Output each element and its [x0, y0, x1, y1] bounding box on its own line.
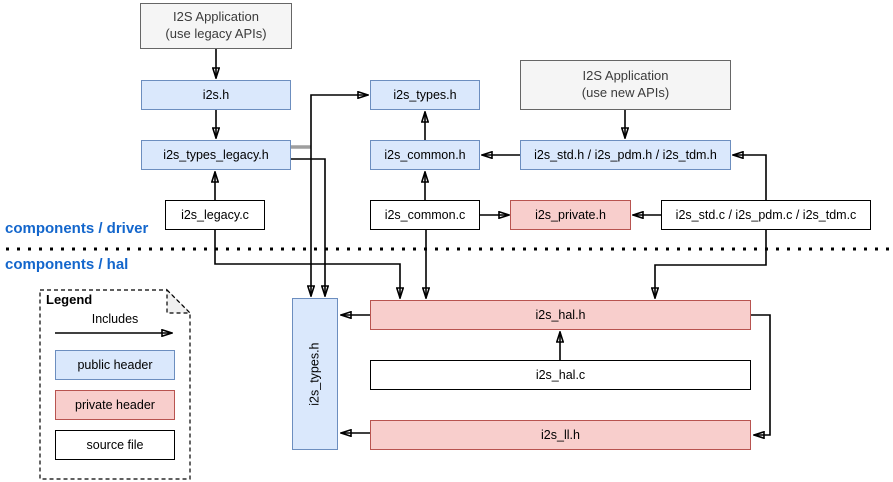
- node-i2s-private-h: i2s_private.h: [510, 200, 631, 230]
- legend-item-source-file: source file: [55, 430, 175, 460]
- edge-i2s-hal-h-to-i2s-ll-h: [751, 314, 771, 435]
- node-app-legacy-line2: (use legacy APIs): [165, 26, 267, 41]
- node-i2s-hal-c: i2s_hal.c: [370, 360, 751, 390]
- node-i2s-types-h-driver: i2s_types.h: [370, 80, 480, 110]
- section-label-driver: components / driver: [5, 220, 149, 237]
- legend-item-public-header: public header: [55, 350, 175, 380]
- edge-i2s-std-c-to-i2s-std-h: [733, 155, 767, 200]
- section-label-hal: components / hal: [5, 256, 129, 273]
- edge-i2s-std-c-to-i2s-hal-h: [655, 230, 767, 298]
- node-i2s-types-h-hal: i2s_types.h: [292, 298, 338, 450]
- legend-note-fold: [166, 288, 192, 314]
- node-i2s-std-h: i2s_std.h / i2s_pdm.h / i2s_tdm.h: [520, 140, 731, 170]
- node-i2s-std-c: i2s_std.c / i2s_pdm.c / i2s_tdm.c: [661, 200, 871, 230]
- edge-i2s-types-legacy-h-to-i2s-types-h-driver: [310, 95, 368, 147]
- node-i2s-types-h-hal-label: i2s_types.h: [307, 342, 322, 406]
- node-i2s-legacy-c: i2s_legacy.c: [165, 200, 265, 230]
- edge-i2s-legacy-c-to-i2s-hal-h: [214, 230, 400, 298]
- legend-includes-label: Includes: [91, 312, 139, 326]
- node-app-new: I2S Application (use new APIs): [520, 60, 731, 110]
- node-i2s-hal-h: i2s_hal.h: [370, 300, 751, 330]
- legend-item-private-header: private header: [55, 390, 175, 420]
- legend-title: Legend: [46, 292, 93, 307]
- node-i2s-common-c: i2s_common.c: [370, 200, 480, 230]
- node-app-legacy-line1: I2S Application: [172, 9, 259, 25]
- node-app-legacy: I2S Application (use legacy APIs): [140, 3, 292, 49]
- node-i2s-h: i2s.h: [141, 80, 291, 110]
- node-i2s-common-h: i2s_common.h: [370, 140, 480, 170]
- edge-i2s-types-legacy-h-to-i2s-types-h-hal-2: [291, 158, 325, 296]
- node-i2s-ll-h: i2s_ll.h: [370, 420, 751, 450]
- node-app-new-line2: (use new APIs): [581, 85, 670, 100]
- node-app-new-line1: I2S Application: [582, 68, 669, 84]
- node-i2s-types-legacy-h: i2s_types_legacy.h: [141, 140, 291, 170]
